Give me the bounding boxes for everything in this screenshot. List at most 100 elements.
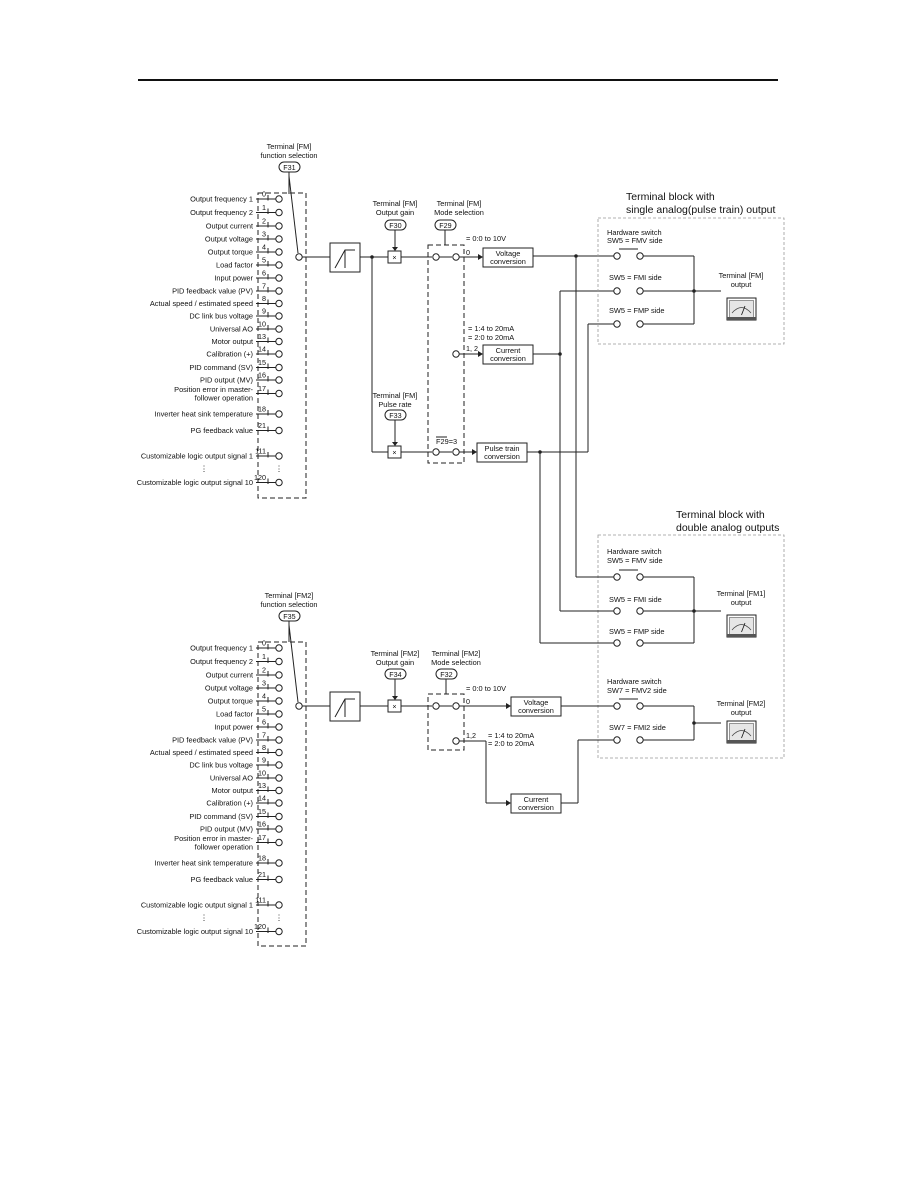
- bottom-signal-label: Customizable logic output signal 10: [137, 927, 253, 936]
- bottom-selector-label-2: function selection: [260, 600, 317, 609]
- top-signal-number: 6: [262, 269, 266, 278]
- top-signal-contact: [275, 208, 283, 217]
- top-sw-fmp-a: [613, 320, 621, 328]
- mid-hw-switch-1: Hardware switch: [607, 547, 662, 556]
- top-output-label-1: Terminal [FM]: [719, 271, 764, 280]
- top-signal-number: 13: [258, 332, 266, 341]
- bottom-selector-arm: [288, 624, 299, 703]
- bottom-mode-label-2: Mode selection: [431, 658, 481, 667]
- top-output-label-2: output: [731, 280, 752, 289]
- top-pulse-common: [432, 448, 440, 456]
- bottom-mode-code: F32: [440, 670, 452, 679]
- bottom-signal-number: 21: [258, 870, 266, 879]
- top-arrow-to-pulse: [472, 449, 477, 455]
- top-signal-number: 3: [262, 230, 266, 239]
- bottom-signal-contact: [275, 838, 283, 847]
- top-signal-label: Output current: [206, 222, 253, 231]
- top-signal-number: 4: [262, 243, 266, 252]
- bottom-signal-contact: [275, 684, 283, 692]
- top-signal-contact: [275, 299, 283, 308]
- bottom-signal-contact: [275, 697, 283, 705]
- top-arrow-to-volt: [478, 254, 483, 260]
- bottom-selector-dashed-frame: [257, 641, 307, 947]
- bottom-mode-dashed-frame: [427, 693, 465, 751]
- bottom-signal-contact: [275, 825, 283, 833]
- bottom-signal-number: 3: [262, 679, 266, 688]
- top-signal-label: Customizable logic output signal 1: [141, 452, 253, 461]
- bottom-signal-number: 4: [262, 692, 266, 701]
- top-gain-arrowhead: [392, 247, 398, 251]
- bottom-signal-number: 8: [262, 743, 266, 752]
- bottom-signal-number: 111: [255, 896, 266, 905]
- mid-sw-fmi2-label: SW7 = FMI2 side: [609, 723, 666, 732]
- top-rate-label-2: Pulse rate: [378, 400, 411, 409]
- mid-sw-fmp-label: SW5 = FMP side: [609, 627, 665, 636]
- mid-block-title-2: double analog outputs: [676, 522, 779, 534]
- top-signal-label: Inverter heat sink temperature: [154, 410, 253, 419]
- top-block-title-2: single analog(pulse train) output: [626, 204, 776, 216]
- top-gain-label-1: Terminal [FM]: [373, 199, 418, 208]
- bottom-signal-number: 16: [258, 820, 266, 829]
- bottom-ellipsis: ⋮: [275, 913, 282, 922]
- top-gain-code: F30: [389, 221, 401, 230]
- mid-sw-bus-dot: [692, 609, 696, 613]
- bottom-mode-label-1: Terminal [FM2]: [432, 649, 481, 658]
- top-ellipsis: ⋮: [200, 464, 207, 473]
- bottom-signal-contact: [275, 723, 283, 731]
- bottom-signal-number: 1: [262, 652, 266, 661]
- bottom-signal-row: PID command (SV)15: [189, 807, 283, 821]
- bottom-signal-label: Inverter heat sink temperature: [154, 859, 253, 868]
- bottom-gain-multiplier-symbol: ×: [392, 702, 396, 711]
- bottom-signal-contact: [275, 671, 283, 679]
- top-signal-number: 7: [262, 282, 266, 291]
- top-mode-v-contact: [452, 253, 460, 261]
- bottom-signal-contact: [275, 799, 283, 807]
- mid-output-label2-1: Terminal [FM2]: [717, 699, 766, 708]
- top-sw-bus-dot: [692, 289, 696, 293]
- top-block-title-1: Terminal block with: [626, 191, 715, 203]
- top-signal-row: Output frequency 10: [190, 190, 283, 204]
- bottom-signal-label: PID output (MV): [200, 825, 253, 834]
- bottom-section: Terminal [FM2] function selection F35 Te…: [257, 591, 614, 947]
- bottom-signal-number: 13: [258, 781, 266, 790]
- bottom-mode-v-tap: 0: [466, 697, 470, 706]
- top-volt-box: [482, 247, 534, 268]
- bottom-signal-number: 14: [258, 794, 266, 803]
- top-signal-label: Output torque: [208, 248, 253, 257]
- mid-block-frame: [597, 534, 785, 759]
- top-sw-fmi-b: [636, 287, 644, 295]
- top-signal-contact: [275, 363, 283, 372]
- top-signal-label: Output voltage: [205, 235, 253, 244]
- top-mode-label-2: Mode selection: [434, 208, 484, 217]
- mid-sw-fmp-b: [636, 639, 644, 647]
- top-curr-box-line1: Current: [496, 346, 521, 355]
- top-signal-label: PID output (MV): [200, 376, 253, 385]
- top-signal-contact: [275, 274, 283, 282]
- top-signal-number: 16: [258, 371, 266, 380]
- top-mode-v-label: = 0:0 to 10V: [466, 234, 506, 243]
- top-selector-dashed-frame: [257, 192, 307, 499]
- bottom-mode-c-label-2: = 2:0 to 20mA: [488, 739, 534, 748]
- bottom-signal-contact: [275, 786, 283, 795]
- bottom-signal-number: 120: [254, 922, 266, 931]
- bottom-signal-contact: [275, 710, 283, 718]
- top-signal-contact: [275, 287, 283, 295]
- bottom-mode-c-label-1: = 1:4 to 20mA: [488, 731, 534, 740]
- top-selector-label-2: function selection: [260, 151, 317, 160]
- top-mode-c-contact: [452, 350, 460, 358]
- top-sw-fmi-a: [613, 287, 621, 295]
- top-signal-contact: [275, 312, 283, 320]
- mid-output-label2-2: output: [731, 708, 752, 717]
- bottom-volt-box-line1: Voltage: [524, 698, 549, 707]
- bottom-signal-row: PID output (MV) 16: [200, 820, 283, 834]
- bottom-selector-common: [295, 702, 303, 710]
